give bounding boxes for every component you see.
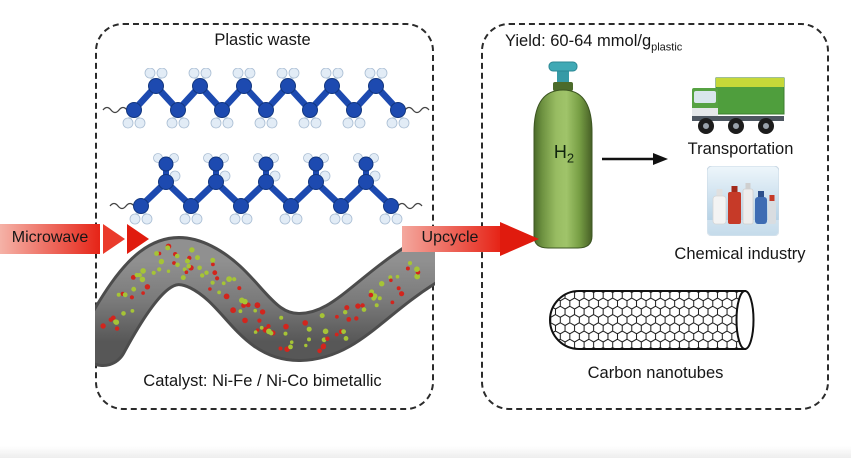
yield-subscript: plastic — [651, 41, 683, 54]
transportation-caption: Transportation — [687, 140, 794, 158]
page-edge-shadow — [0, 446, 851, 458]
plastic-waste-panel — [95, 23, 434, 410]
products-panel — [481, 23, 829, 410]
plastic-waste-title: Plastic waste — [214, 31, 311, 49]
catalyst-ribbon-graphic — [95, 236, 435, 367]
truck-graphic — [692, 77, 785, 134]
carbon-nanotubes-caption: Carbon nanotubes — [587, 364, 724, 382]
hydrogen-symbol: H — [553, 142, 567, 162]
yield-caption: Yield: 60-64 mmol/gplastic — [505, 32, 682, 54]
hydrogen-subscript: 2 — [566, 150, 575, 166]
chemical-industry-caption: Chemical industry — [674, 245, 806, 263]
carbon-nanotube-graphic — [549, 290, 755, 350]
microwave-arrow-graphic — [0, 224, 149, 254]
catalyst-caption: Catalyst: Ni-Fe / Ni-Co bimetallic — [143, 372, 382, 390]
upcycle-arrow-label: Upcycle — [421, 229, 479, 246]
polypropylene-chain-graphic — [109, 153, 423, 225]
right-arrow-icon — [602, 153, 668, 165]
yield-value-text: Yield: 60-64 mmol/g — [505, 32, 652, 50]
upcycle-arrow-graphic — [402, 222, 539, 256]
hydrogen-cylinder-graphic — [533, 61, 593, 249]
microwave-arrow-label: Microwave — [11, 229, 89, 246]
polyethylene-chain-graphic — [102, 68, 430, 129]
hydrogen-label: H2 — [542, 142, 586, 167]
chemical-industry-photo — [707, 166, 779, 236]
